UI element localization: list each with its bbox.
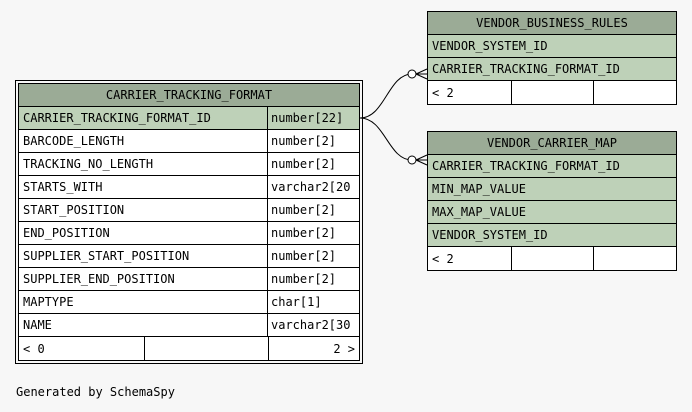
column-name: CARRIER_TRACKING_FORMAT_ID bbox=[19, 107, 268, 129]
footer-spacer bbox=[512, 81, 594, 104]
table-row[interactable]: MAX_MAP_VALUE bbox=[428, 201, 676, 224]
column-name: BARCODE_LENGTH bbox=[19, 130, 268, 152]
column-type: number[2] bbox=[271, 203, 337, 217]
column-type: number[2] bbox=[271, 134, 337, 148]
generated-by-label: Generated by SchemaSpy bbox=[16, 385, 175, 399]
table-footer: < 0 2 > bbox=[19, 337, 359, 360]
column-name: SUPPLIER_END_POSITION bbox=[19, 268, 268, 290]
crows-foot bbox=[415, 68, 428, 80]
table-row[interactable]: BARCODE_LENGTH number[2] bbox=[19, 130, 359, 153]
relationship-line-carrier-map bbox=[359, 117, 413, 161]
column-name: MIN_MAP_VALUE bbox=[432, 182, 526, 196]
table-title[interactable]: VENDOR_CARRIER_MAP bbox=[428, 132, 676, 155]
table-row[interactable]: TRACKING_NO_LENGTH number[2] bbox=[19, 153, 359, 176]
column-type: number[2] bbox=[271, 272, 337, 286]
table-title-text: VENDOR_CARRIER_MAP bbox=[486, 136, 618, 150]
column-type: number[2] bbox=[271, 249, 337, 263]
table-vendor-business-rules[interactable]: VENDOR_BUSINESS_RULES VENDOR_SYSTEM_ID C… bbox=[427, 11, 677, 105]
table-row[interactable]: STARTS_WITH varchar2[20 bbox=[19, 176, 359, 199]
column-name: TRACKING_NO_LENGTH bbox=[19, 153, 268, 175]
children-count[interactable] bbox=[594, 247, 676, 270]
column-name: VENDOR_SYSTEM_ID bbox=[432, 39, 548, 53]
column-type: number[2] bbox=[271, 226, 337, 240]
parents-count[interactable]: < 0 bbox=[19, 337, 145, 360]
table-row[interactable]: CARRIER_TRACKING_FORMAT_ID number[22] bbox=[19, 107, 359, 130]
column-name: MAPTYPE bbox=[19, 291, 268, 313]
children-count[interactable] bbox=[594, 81, 676, 104]
table-row[interactable]: CARRIER_TRACKING_FORMAT_ID bbox=[428, 155, 676, 178]
column-name: MAX_MAP_VALUE bbox=[432, 205, 526, 219]
column-name: VENDOR_SYSTEM_ID bbox=[432, 228, 548, 242]
table-row[interactable]: VENDOR_SYSTEM_ID bbox=[428, 224, 676, 247]
column-type: number[22] bbox=[271, 111, 344, 125]
crows-foot bbox=[415, 154, 428, 166]
column-name: END_POSITION bbox=[19, 222, 268, 244]
column-type: varchar2[30 bbox=[271, 318, 351, 332]
table-row[interactable]: NAME varchar2[30 bbox=[19, 314, 359, 337]
table-row[interactable]: CARRIER_TRACKING_FORMAT_ID bbox=[428, 58, 676, 81]
table-row[interactable]: END_POSITION number[2] bbox=[19, 222, 359, 245]
optional-circle bbox=[407, 155, 417, 165]
column-name: CARRIER_TRACKING_FORMAT_ID bbox=[432, 62, 620, 76]
table-title[interactable]: VENDOR_BUSINESS_RULES bbox=[428, 12, 676, 35]
footer-spacer bbox=[512, 247, 594, 270]
table-row[interactable]: SUPPLIER_END_POSITION number[2] bbox=[19, 268, 359, 291]
column-name: START_POSITION bbox=[19, 199, 268, 221]
optional-circle bbox=[407, 69, 417, 79]
column-type: varchar2[20 bbox=[271, 180, 351, 194]
table-row[interactable]: START_POSITION number[2] bbox=[19, 199, 359, 222]
table-title-text: CARRIER_TRACKING_FORMAT bbox=[105, 88, 273, 102]
table-row[interactable]: MAPTYPE char[1] bbox=[19, 291, 359, 314]
parents-count[interactable]: < 2 bbox=[428, 81, 512, 104]
column-type: number[2] bbox=[271, 157, 337, 171]
children-count[interactable]: 2 > bbox=[333, 341, 355, 356]
column-name: NAME bbox=[19, 314, 268, 336]
relationship-line-business-rules bbox=[359, 73, 413, 119]
column-name: SUPPLIER_START_POSITION bbox=[19, 245, 268, 267]
table-vendor-carrier-map[interactable]: VENDOR_CARRIER_MAP CARRIER_TRACKING_FORM… bbox=[427, 131, 677, 271]
table-carrier-tracking-format[interactable]: CARRIER_TRACKING_FORMAT CARRIER_TRACKING… bbox=[15, 80, 363, 364]
parents-count[interactable]: < 2 bbox=[428, 247, 512, 270]
table-title[interactable]: CARRIER_TRACKING_FORMAT bbox=[19, 84, 359, 107]
table-title-text: VENDOR_BUSINESS_RULES bbox=[476, 16, 628, 30]
table-footer: < 2 bbox=[428, 81, 676, 104]
column-name: STARTS_WITH bbox=[19, 176, 268, 198]
table-row[interactable]: VENDOR_SYSTEM_ID bbox=[428, 35, 676, 58]
column-type: char[1] bbox=[271, 295, 322, 309]
table-row[interactable]: SUPPLIER_START_POSITION number[2] bbox=[19, 245, 359, 268]
table-row[interactable]: MIN_MAP_VALUE bbox=[428, 178, 676, 201]
footer-spacer bbox=[145, 337, 269, 360]
table-footer: < 2 bbox=[428, 247, 676, 270]
column-name: CARRIER_TRACKING_FORMAT_ID bbox=[432, 159, 620, 173]
